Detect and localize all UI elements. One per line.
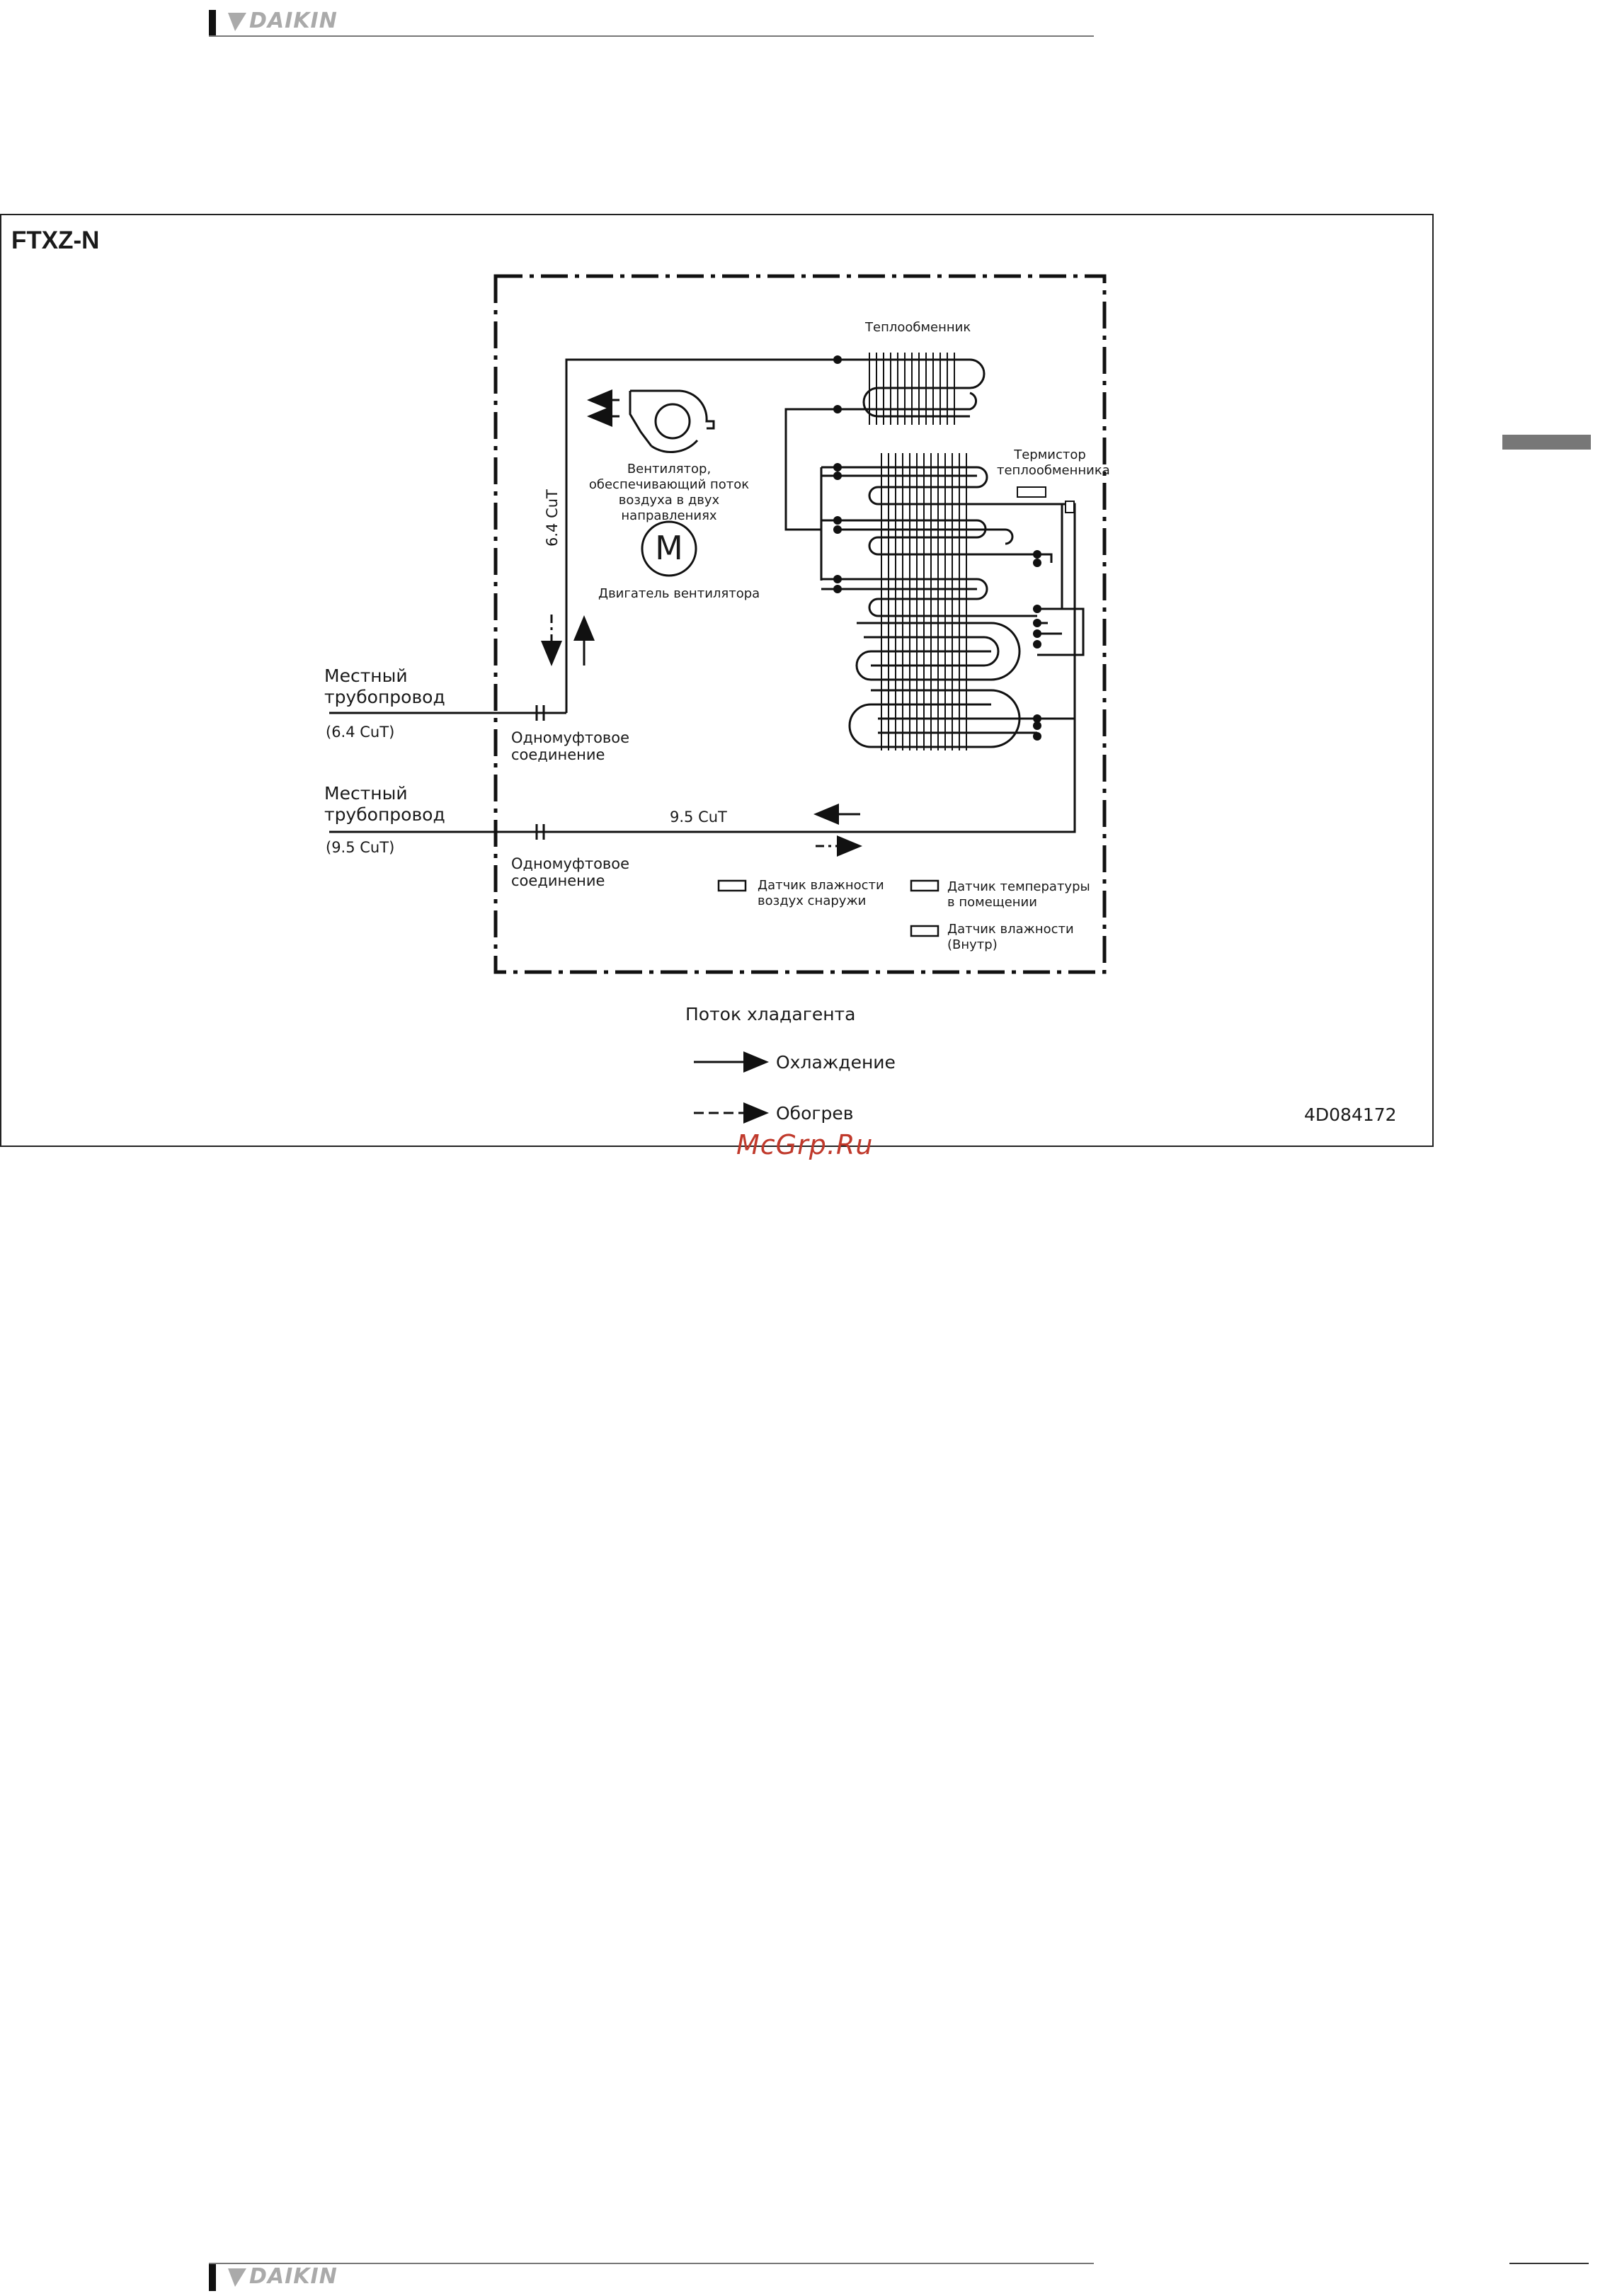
field-piping-2-size: (9.5 CuT) bbox=[326, 839, 395, 856]
flare-1-label: Одномуфтовое соединение bbox=[511, 729, 630, 763]
legend-heating-label: Обогрев bbox=[776, 1103, 854, 1124]
drawing-number: 4D084172 bbox=[1304, 1104, 1397, 1125]
sensor-humidity-inside-label: Датчик влажности (Внутр) bbox=[947, 922, 1074, 952]
pipe-95-label: 9.5 CuT bbox=[670, 809, 727, 826]
sensor-room-temp-label: Датчик температуры в помещении bbox=[947, 879, 1090, 910]
sensor-room-temp-icon bbox=[910, 879, 939, 892]
header-brand: DAIKIN bbox=[249, 8, 338, 33]
sensor-outdoor-humidity-label: Датчик влажности воздух снаружи bbox=[758, 878, 884, 908]
section-tab bbox=[1502, 435, 1591, 450]
footer-right-rule bbox=[1509, 2263, 1589, 2264]
daikin-logo-icon bbox=[228, 13, 246, 31]
airflow-arrows bbox=[587, 389, 619, 427]
unit-boundary bbox=[493, 274, 1107, 974]
motor-symbol: M bbox=[655, 529, 683, 567]
daikin-footer-logo-icon bbox=[228, 2268, 246, 2287]
footer-rule bbox=[209, 2263, 1094, 2264]
field-piping-1-label: Местный трубопровод bbox=[324, 666, 445, 707]
junction-dots bbox=[833, 355, 1041, 741]
model-title: FTXZ-N bbox=[11, 227, 100, 254]
hx-main-coil bbox=[835, 466, 1041, 748]
hx-top-coil bbox=[838, 358, 986, 418]
pipe-line-95 bbox=[329, 717, 1076, 833]
legend-cooling-label: Охлаждение bbox=[776, 1052, 896, 1073]
watermark: McGrp.Ru bbox=[736, 1129, 874, 1160]
legend-title: Поток хладагента bbox=[685, 1004, 856, 1024]
thermistor-label: Термистор теплообменника bbox=[997, 447, 1110, 478]
pipe-64-label: 6.4 CuT bbox=[544, 489, 561, 547]
footer-bar-mark bbox=[209, 2264, 216, 2291]
heat-exchanger-label: Теплообменник bbox=[865, 320, 971, 335]
piping-diagram bbox=[329, 274, 1107, 1124]
hx-fins bbox=[881, 453, 967, 750]
header-bar-mark bbox=[209, 10, 216, 37]
thermistor-symbol bbox=[1017, 486, 1046, 498]
sensor-outdoor-humidity-icon bbox=[717, 879, 747, 892]
header-rule bbox=[209, 35, 1094, 37]
pipe-line-64 bbox=[565, 358, 838, 713]
figure-frame bbox=[0, 214, 1434, 1147]
footer-brand: DAIKIN bbox=[249, 2264, 338, 2289]
fan-motor-label: Двигатель вентилятора bbox=[598, 586, 760, 601]
field-piping-2-label: Местный трубопровод bbox=[324, 783, 445, 825]
field-piping-1-size: (6.4 CuT) bbox=[326, 724, 395, 741]
fan-icon bbox=[629, 389, 715, 453]
sensor-humidity-inside-icon bbox=[910, 925, 939, 937]
flare-2-label: Одномуфтовое соединение bbox=[511, 855, 630, 889]
fan-label: Вентилятор, обеспечивающий поток воздуха… bbox=[588, 462, 750, 523]
flow-arrows bbox=[541, 615, 862, 857]
motor-icon bbox=[641, 520, 697, 577]
